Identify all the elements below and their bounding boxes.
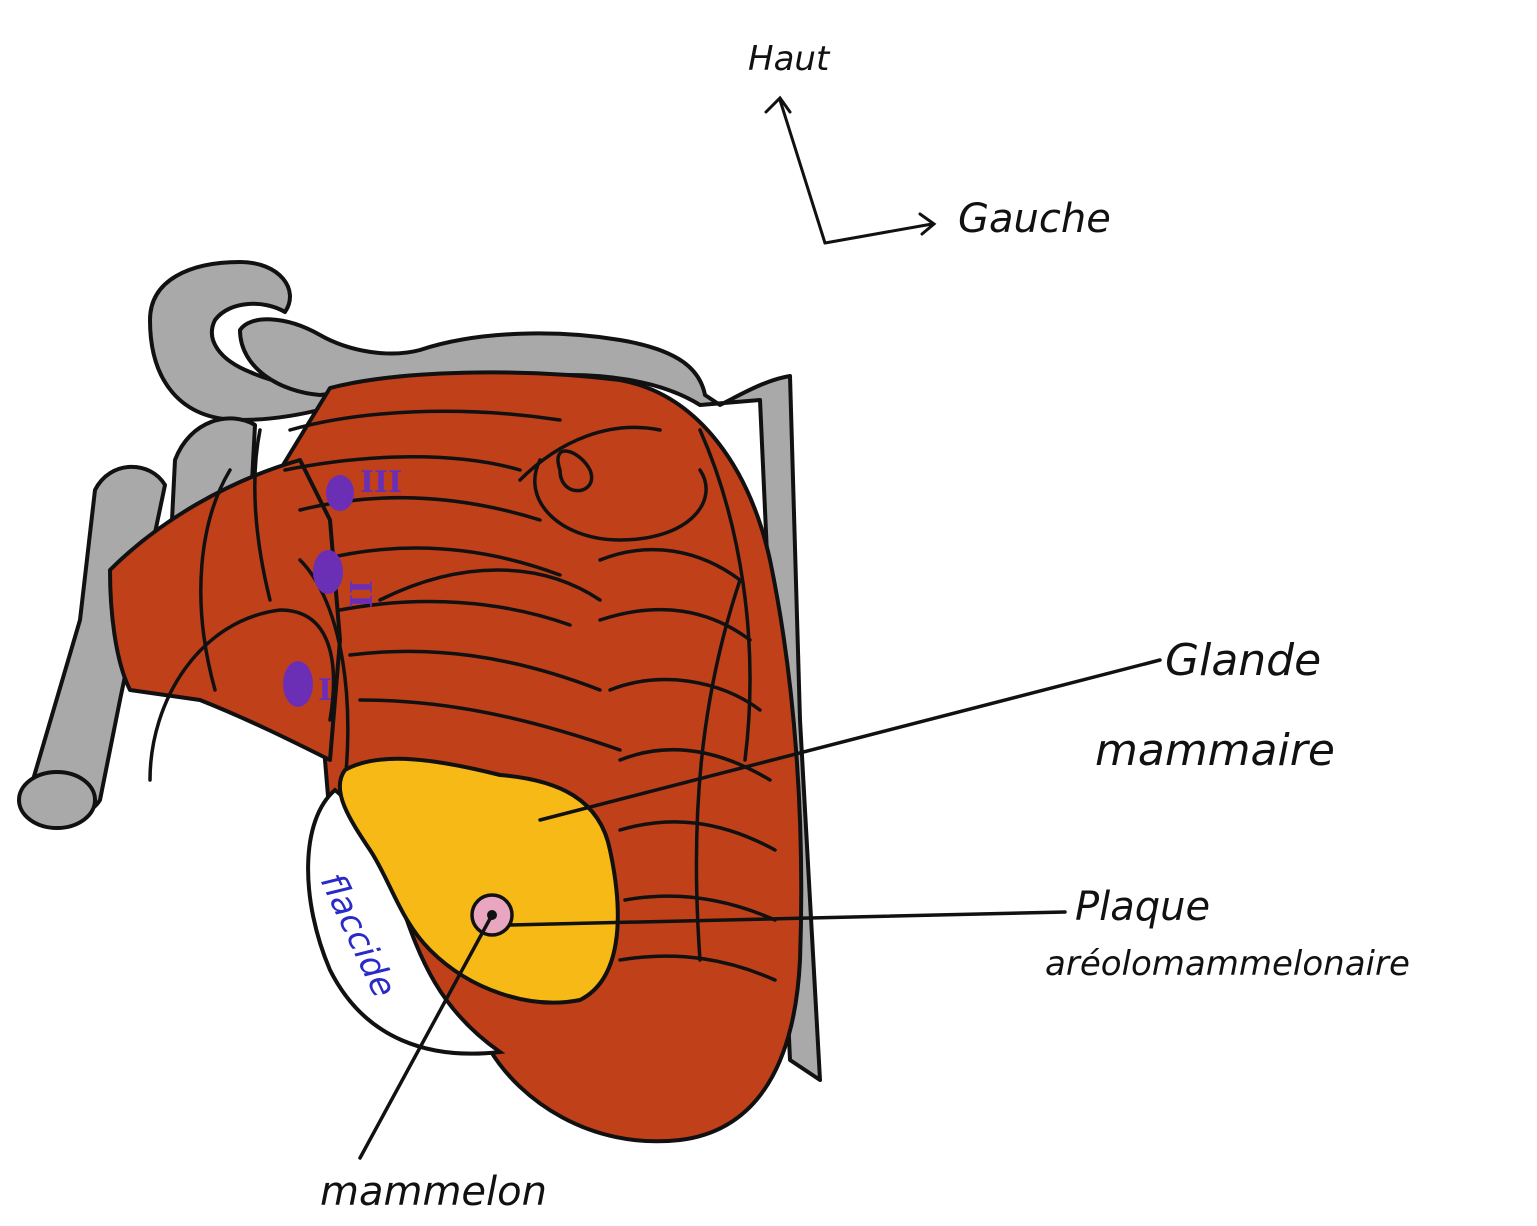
orientation-axes (766, 98, 934, 243)
lymph-node-level-3 (326, 475, 354, 511)
lymph-level-2-label: II (342, 580, 377, 608)
up-arrowhead (766, 98, 790, 112)
lymph-node-level-2 (313, 550, 343, 594)
gland-label-line1: Glande (1165, 635, 1321, 686)
lymph-level-3-label: III (360, 465, 402, 500)
humerus-end (19, 772, 95, 828)
plaque-label-line2: aréolomammelonaire (1045, 944, 1410, 984)
left-label: Gauche (958, 196, 1111, 242)
up-label: Haut (748, 39, 831, 79)
gland-label-line2: mammaire (1095, 725, 1335, 776)
up-arrow (780, 100, 825, 243)
lymph-level-1-label: I (318, 673, 332, 708)
mamelon-label: mammelon (320, 1169, 547, 1215)
left-arrow (825, 224, 932, 243)
lymph-node-level-1 (283, 661, 313, 707)
plaque-label-line1: Plaque (1075, 884, 1210, 930)
